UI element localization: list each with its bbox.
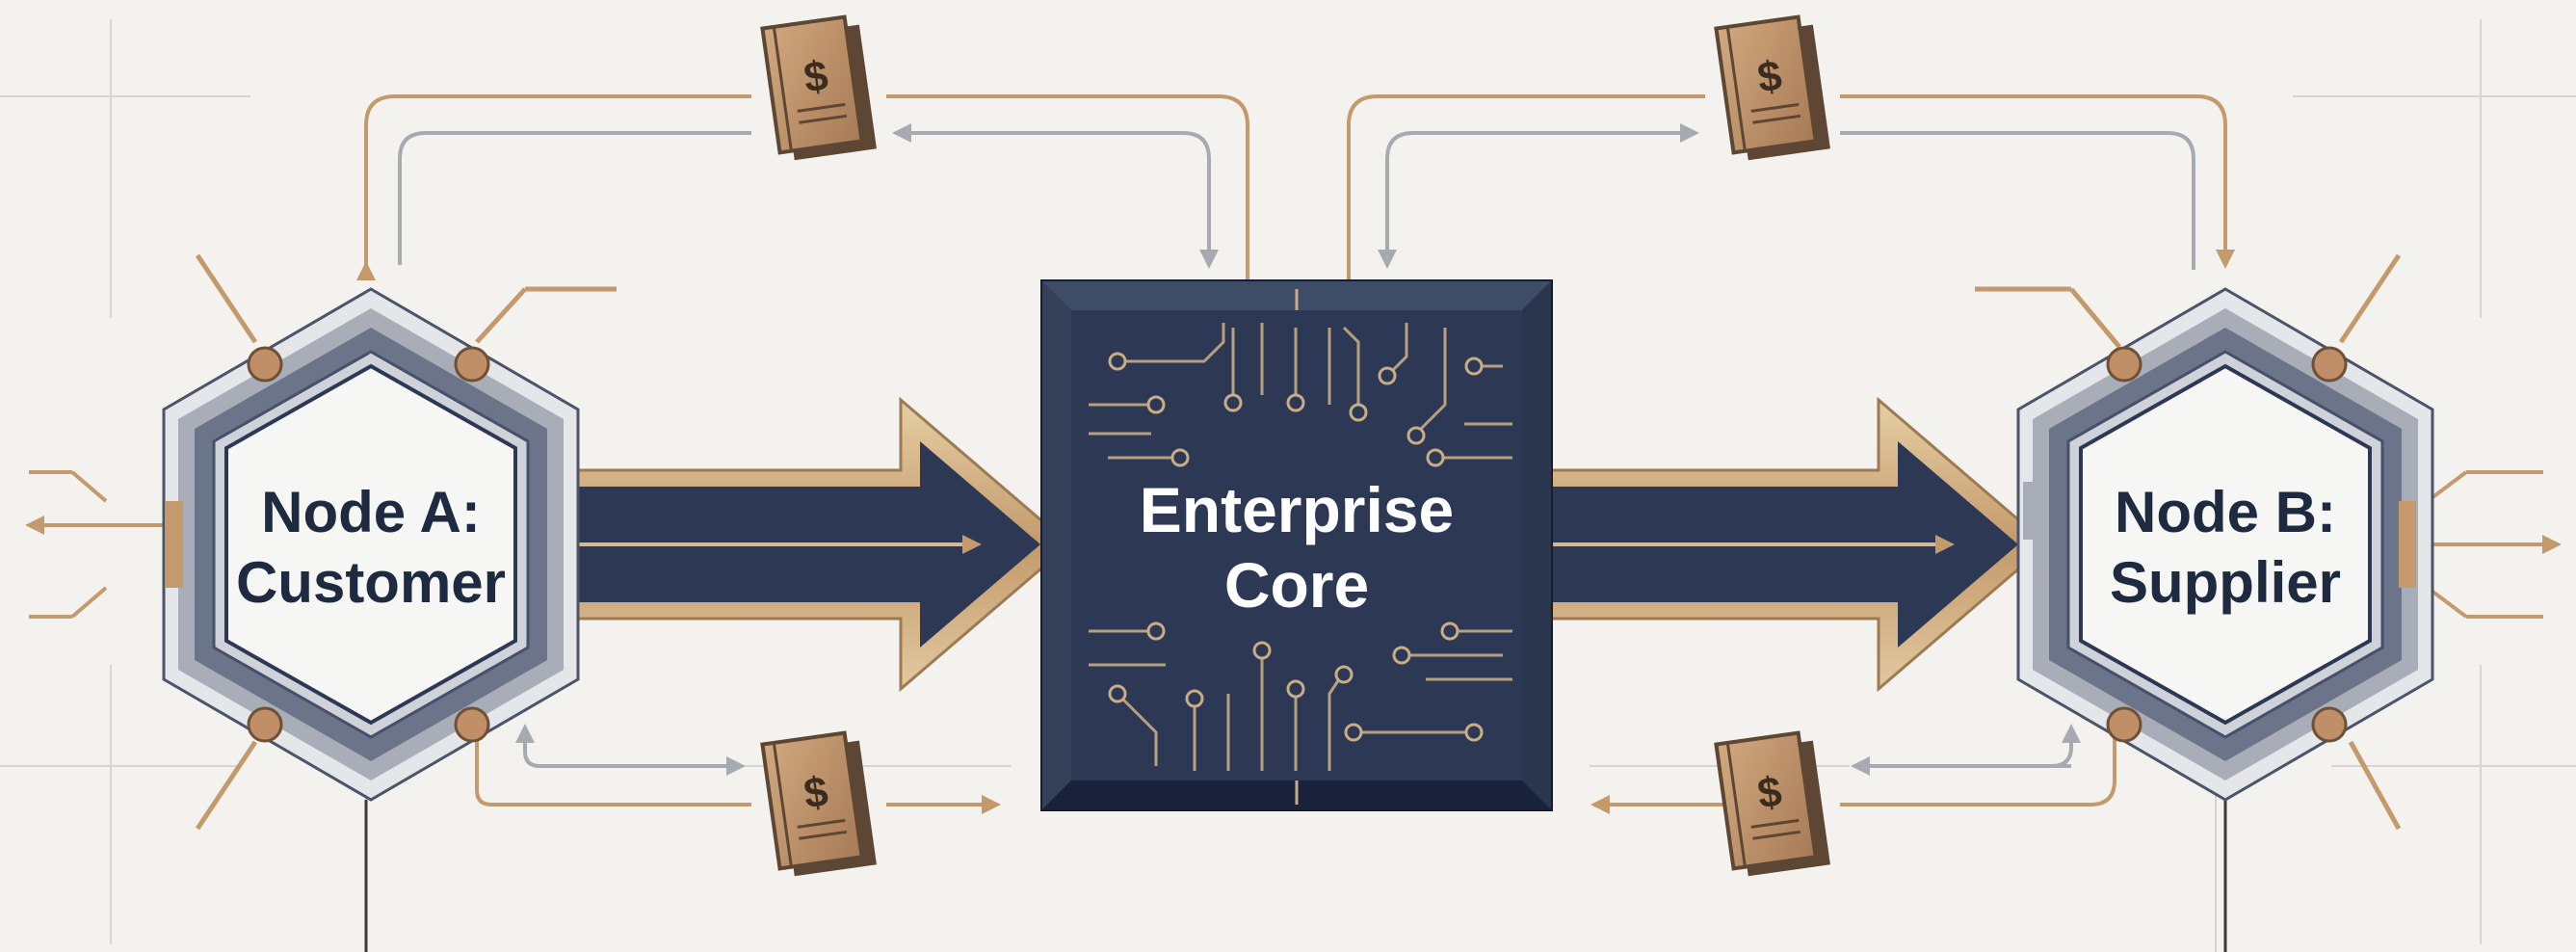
- core-label-line2: Core: [1224, 549, 1369, 621]
- enterprise-core-chip: Enterprise Core: [1040, 279, 1553, 811]
- ledger-book-icon: $: [1714, 730, 1830, 877]
- circuit-traces: [1089, 323, 1512, 771]
- node-b-supplier: Node B: Supplier: [1975, 253, 2562, 952]
- ledger-book-icon: $: [1714, 14, 1830, 161]
- bottom-left-connectors: [475, 724, 1001, 814]
- flow-arrow-a-to-core: [480, 396, 1072, 693]
- node-b-label-line1: Node B:: [2115, 480, 2336, 544]
- top-left-loop: [356, 94, 1249, 280]
- top-right-loop: [1347, 94, 2235, 279]
- node-b-label-line2: Supplier: [2110, 550, 2341, 615]
- ledger-book-icon: $: [760, 14, 877, 161]
- ledger-book-icon: $: [760, 730, 877, 877]
- node-a-wires: [25, 253, 617, 952]
- core-label-line1: Enterprise: [1140, 474, 1454, 545]
- node-a-customer: Node A: Customer: [25, 253, 617, 952]
- node-a-label-line1: Node A:: [261, 480, 481, 544]
- bottom-right-connectors: [1590, 724, 2116, 814]
- node-a-label-line2: Customer: [236, 550, 506, 615]
- flow-arrow-core-to-b: [1506, 396, 2050, 693]
